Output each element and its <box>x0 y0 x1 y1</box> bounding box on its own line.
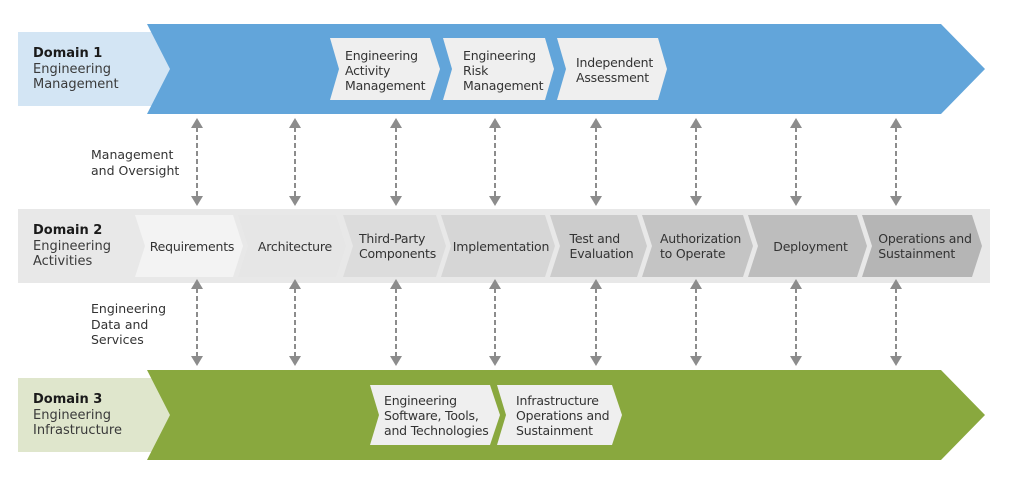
domain3-item-infra-operations: Infrastructure Operations and Sustainmen… <box>516 389 610 441</box>
engineering-data-services-label: Engineering Data and Services <box>91 301 166 348</box>
domain2-chevron <box>238 215 346 277</box>
item-line: Assessment <box>576 70 649 85</box>
item-line: Third-Party <box>358 231 426 246</box>
domain3-subtitle-line2: Infrastructure <box>33 423 122 438</box>
domain2-chevron <box>441 215 555 277</box>
double-headed-arrow-icon <box>489 279 501 366</box>
domain2-chevron <box>343 215 446 277</box>
double-headed-arrow-icon <box>390 279 402 366</box>
domain2-item: Requirements <box>147 215 237 277</box>
domain3-label-background <box>18 378 178 452</box>
item-line: Management <box>345 77 426 93</box>
item-line: to Operate <box>659 246 726 261</box>
label-line: and Oversight <box>91 162 180 178</box>
domain3-title: Domain 3 <box>33 392 103 407</box>
domain1-item-risk-management: Engineering Risk Management <box>463 44 544 96</box>
item-line: Management <box>463 77 544 93</box>
item-line: Authorization <box>659 231 742 246</box>
domain2-item: Architecture <box>250 215 340 277</box>
domain1-subtitle-line1: Engineering <box>33 61 111 77</box>
item-line: Implementation <box>452 238 550 254</box>
item-line: and Technologies <box>384 422 489 438</box>
label-line: Data and <box>91 316 149 332</box>
item-line: Software, Tools, <box>384 407 479 423</box>
domain3-subchevron-infra-operations <box>497 385 622 445</box>
domain2-subtitle-line1: Engineering <box>33 238 111 254</box>
item-line: Operations and <box>878 231 972 246</box>
domain2-title: Domain 2 <box>33 223 103 238</box>
domain2-label: Domain 2 Engineering Activities <box>33 223 111 270</box>
domain2-chevrons <box>135 215 982 277</box>
item-line: Sustainment <box>516 422 593 438</box>
management-oversight-label: Management and Oversight <box>91 147 179 178</box>
double-headed-arrow-icon <box>390 118 402 206</box>
item-line: Independent <box>576 55 654 70</box>
double-headed-arrow-icon <box>890 279 902 366</box>
domain1-subtitle-line2: Management <box>33 77 119 92</box>
double-headed-arrow-icon <box>690 118 702 206</box>
label-line: Services <box>91 332 144 347</box>
domain2-item: Deployment <box>760 215 861 277</box>
item-line: Infrastructure <box>516 392 599 408</box>
domain2-chevron <box>862 215 982 277</box>
data-services-arrows <box>191 279 902 366</box>
domain2-chevron <box>550 215 647 277</box>
item-line: Operations and <box>516 407 610 423</box>
item-line: Engineering <box>463 47 536 63</box>
double-headed-arrow-icon <box>590 279 602 366</box>
double-headed-arrow-icon <box>191 118 203 206</box>
domain1-label-background <box>18 32 178 106</box>
item-line: Deployment <box>773 238 848 254</box>
domain1-item-activity-management: Engineering Activity Management <box>345 44 426 96</box>
item-line: Engineering <box>384 392 457 408</box>
item-line: Risk <box>463 62 489 78</box>
domain2-subtitle-line2: Activities <box>33 254 93 269</box>
item-line: Components <box>358 246 437 261</box>
domain1-subchevron-risk-management <box>443 38 554 100</box>
item-line: Evaluation <box>569 246 634 261</box>
double-headed-arrow-icon <box>890 118 902 206</box>
double-headed-arrow-icon <box>690 279 702 366</box>
domain2-chevron <box>748 215 867 277</box>
domain1-title: Domain 1 <box>33 46 103 61</box>
domain3-label: Domain 3 Engineering Infrastructure <box>33 392 122 439</box>
double-headed-arrow-icon <box>790 279 802 366</box>
double-headed-arrow-icon <box>289 279 301 366</box>
label-line: Engineering <box>91 301 166 316</box>
domain2-chevron <box>135 215 243 277</box>
domain3-subtitle-line1: Engineering <box>33 407 111 423</box>
item-line: Architecture <box>257 238 333 254</box>
item-line: Engineering <box>345 47 418 63</box>
label-line: Management <box>91 147 174 162</box>
double-headed-arrow-icon <box>489 118 501 206</box>
domain2-chevron <box>642 215 753 277</box>
item-line: Test and <box>569 231 621 246</box>
domain1-subchevron-independent-assessment <box>557 38 667 100</box>
domain1-label: Domain 1 Engineering Management <box>33 46 119 93</box>
management-oversight-arrows <box>191 118 902 206</box>
double-headed-arrow-icon <box>191 279 203 366</box>
item-line: Sustainment <box>878 246 956 261</box>
double-headed-arrow-icon <box>590 118 602 206</box>
item-line: Requirements <box>149 238 235 254</box>
double-headed-arrow-icon <box>289 118 301 206</box>
domain3-subchevron-software-tools <box>370 385 500 445</box>
domain2-item: Implementation <box>452 215 550 277</box>
double-headed-arrow-icon <box>790 118 802 206</box>
item-line: Activity <box>345 62 391 78</box>
domain1-subchevron-activity-management <box>330 38 440 100</box>
domain1-item-independent-assessment: Independent Assessment <box>576 53 653 87</box>
domain3-item-software-tools: Engineering Software, Tools, and Technol… <box>384 389 489 441</box>
